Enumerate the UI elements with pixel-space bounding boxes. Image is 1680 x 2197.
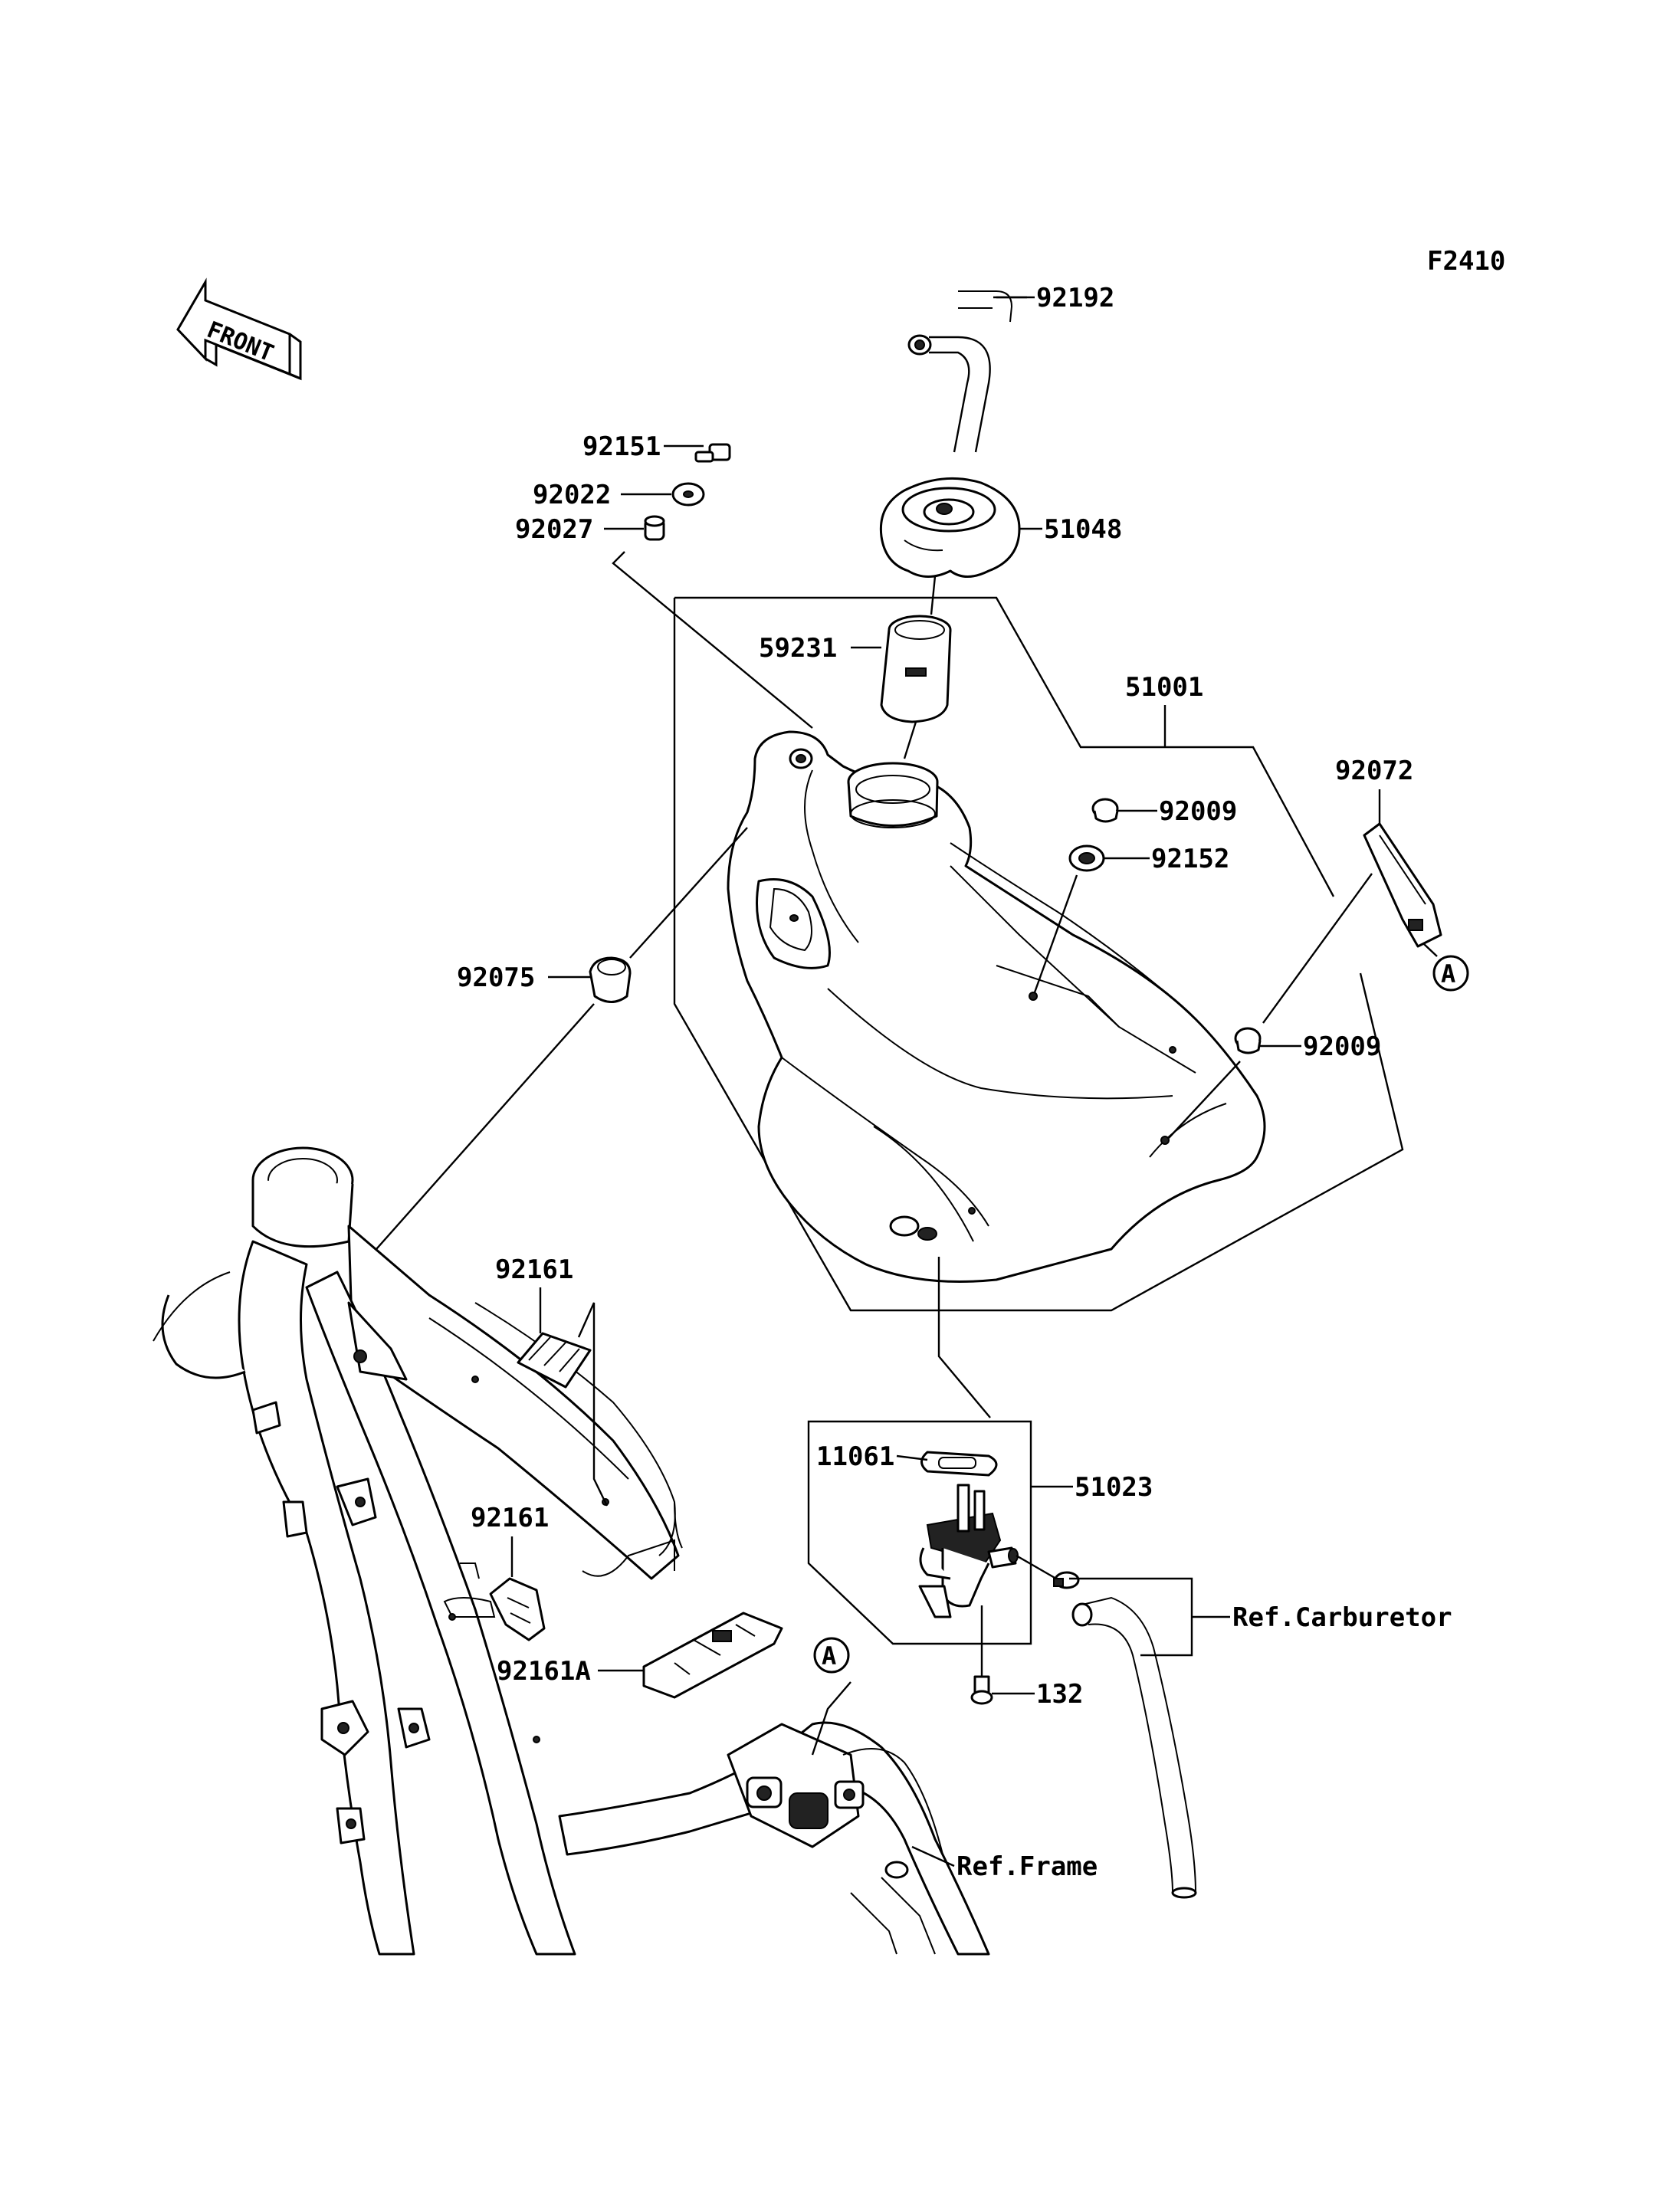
label-92161-upper: 92161: [495, 1254, 573, 1285]
svg-text:A: A: [822, 1641, 836, 1671]
label-92151: 92151: [582, 431, 661, 462]
label-51001: 51001: [1125, 672, 1203, 703]
carburetor-fuel-hose: [1071, 1596, 1197, 1899]
hose-clamp: [1053, 1571, 1080, 1589]
label-ref-carburetor: Ref.Carburetor: [1232, 1602, 1452, 1633]
collar-92027: [644, 515, 665, 541]
fuel-tank: [727, 730, 1266, 1283]
pad-92161A: [642, 1612, 783, 1699]
label-92009-top: 92009: [1159, 796, 1237, 827]
bolt-92151: [694, 443, 731, 463]
bracket-51001-top: [674, 596, 1335, 897]
pad-92161-lower: [489, 1577, 546, 1641]
screw-132: [970, 1675, 993, 1705]
fuel-cap: [879, 477, 1021, 578]
label-92152: 92152: [1151, 844, 1229, 874]
breather-hose: [907, 290, 1027, 453]
motorcycle-frame: [153, 1146, 990, 1956]
label-92192: 92192: [1036, 283, 1114, 313]
marker-a-top: A: [1432, 955, 1469, 992]
washer-92022: [671, 482, 705, 507]
figure-code: F2410: [1427, 246, 1505, 277]
label-51023: 51023: [1075, 1472, 1153, 1503]
pad-92161-upper: [517, 1332, 592, 1389]
svg-text:A: A: [1441, 959, 1455, 989]
front-direction-arrow: FRONT: [176, 277, 302, 381]
grommet-92152: [1068, 844, 1105, 872]
grommet-92075: [589, 956, 632, 1003]
tank-strap-92072: [1363, 822, 1442, 948]
label-92072: 92072: [1335, 756, 1413, 786]
label-59231: 59231: [759, 633, 837, 664]
label-92027: 92027: [515, 514, 593, 545]
tank-to-valve-leader: [937, 1257, 991, 1418]
fuel-valve: [918, 1484, 1019, 1618]
bracket-51001-bottom: [673, 598, 1404, 1312]
bracket-51023: [807, 1420, 1032, 1645]
label-51048: 51048: [1044, 514, 1122, 545]
gasket-11061: [920, 1451, 998, 1477]
label-132: 132: [1036, 1679, 1083, 1710]
damper-92009-lower: [1234, 1027, 1262, 1054]
damper-92009-top: [1091, 798, 1119, 823]
label-11061: 11061: [816, 1441, 894, 1472]
label-92009-lower: 92009: [1303, 1031, 1381, 1062]
label-92161A: 92161A: [497, 1656, 591, 1687]
label-92161-lower: 92161: [471, 1503, 549, 1533]
label-ref-frame: Ref.Frame: [956, 1851, 1098, 1882]
label-92075: 92075: [457, 962, 535, 993]
leader-collar-to-tank: [612, 551, 813, 729]
label-92022: 92022: [533, 480, 611, 510]
marker-a-lower: A: [813, 1637, 850, 1674]
fuel-filter: [880, 615, 952, 723]
